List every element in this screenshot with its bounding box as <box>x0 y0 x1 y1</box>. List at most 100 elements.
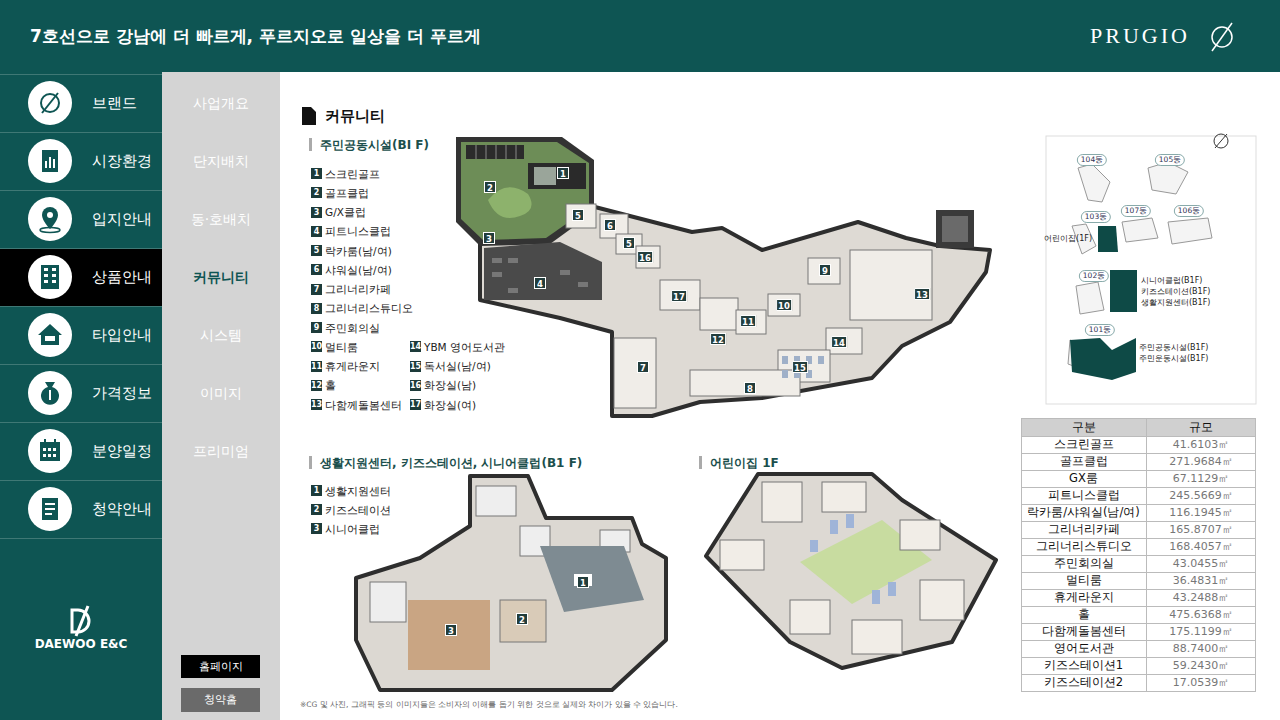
menu-item: 청약안내 <box>0 480 162 538</box>
callout-number: 10 <box>776 299 792 311</box>
callout-number: 11 <box>740 315 756 327</box>
list-item: G/X클럽 <box>325 206 366 218</box>
callout-number: 2 <box>516 613 528 625</box>
table-cell: 주민회의실 <box>1021 555 1146 572</box>
list-number: 14 <box>410 341 421 352</box>
list-item: 락카룸(남/여) <box>325 245 392 257</box>
node-text: 홈페이지 <box>181 655 260 678</box>
list-item: 피트니스클럽 <box>325 225 391 237</box>
table-cell: 116.1945㎡ <box>1146 504 1256 521</box>
node-text: 타입안내 <box>92 326 152 345</box>
building-label: 104동 <box>1077 154 1107 166</box>
callout-number: 2 <box>484 181 496 193</box>
sub-menu-panel: 사업개요단지배치동·호배치커뮤니티시스템이미지프리미엄홈페이지청약홈 <box>162 72 280 720</box>
callout-number: 3 <box>445 624 457 636</box>
node-text: 청약홈 <box>181 688 260 712</box>
section-title: 생활지원센터, 키즈스테이션, 시니어클럽(B1 F) <box>320 455 582 472</box>
node-text: 브랜드 <box>92 94 137 113</box>
table-cell: 41.6103㎡ <box>1146 436 1256 453</box>
table-cell: 175.1199㎡ <box>1146 623 1256 640</box>
table-cell: 475.6368㎡ <box>1146 606 1256 623</box>
list-number: 3 <box>311 523 322 534</box>
list-number: 8 <box>311 303 322 314</box>
table-cell: 271.9684㎡ <box>1146 453 1256 470</box>
list-number: 1 <box>311 485 322 496</box>
list-number: 6 <box>311 264 322 275</box>
table-cell: 휴게라운지 <box>1021 589 1146 606</box>
menu-item: 상품안내 <box>0 248 162 306</box>
list-item: 그리너리스튜디오 <box>325 302 413 314</box>
list-item: 스크린골프 <box>325 168 380 180</box>
node-text: 단지배치 <box>162 152 280 170</box>
list-item: 휴게라운지 <box>325 360 380 372</box>
list-item: 골프클럽 <box>325 187 369 199</box>
list-item: 화장실(남) <box>424 379 476 391</box>
node-text: DAEWOO E&C <box>0 637 162 651</box>
node-text: 시스템 <box>162 326 280 344</box>
callout-number: 17 <box>671 290 687 302</box>
map-label: 주민공동시설(B1F) <box>1139 342 1208 353</box>
table-cell: 88.7400㎡ <box>1146 640 1256 657</box>
list-item: 홀 <box>325 379 336 391</box>
list-number: 5 <box>311 245 322 256</box>
link-button: 청약홈 <box>181 688 260 712</box>
table-cell: 165.8707㎡ <box>1146 521 1256 538</box>
callout-number: 15 <box>792 361 808 373</box>
list-number: 2 <box>311 187 322 198</box>
page-title: 커뮤니티 <box>325 107 385 126</box>
table-cell: 59.2430㎡ <box>1146 657 1256 674</box>
table-cell: 43.2488㎡ <box>1146 589 1256 606</box>
list-item: 키즈스테이션 <box>325 504 391 516</box>
list-item: 샤워실(남/여) <box>325 264 392 276</box>
callout-number: 1 <box>557 167 569 179</box>
table-cell: 스크린골프 <box>1021 436 1146 453</box>
map-label: 생활지원센터(B1F) <box>1141 297 1210 308</box>
node-text: 상품안내 <box>92 268 152 287</box>
table-cell: 골프클럽 <box>1021 453 1146 470</box>
list-number: 1 <box>311 168 322 179</box>
list-number: 3 <box>311 207 322 218</box>
table-cell: 67.1129㎡ <box>1146 470 1256 487</box>
menu-item: 브랜드 <box>0 74 162 132</box>
node-text: 동·호배치 <box>162 210 280 228</box>
list-item: 주민회의실 <box>325 322 380 334</box>
section-title: 주민공동시설(BI F) <box>320 137 429 154</box>
node-text: 분양일정 <box>92 442 152 461</box>
table-header: 규모 <box>1146 418 1256 436</box>
building-label: 103동 <box>1081 211 1111 223</box>
callout-number: 5 <box>572 209 584 221</box>
map-label: 주민운동시설(B1F) <box>1139 353 1208 364</box>
map-label: 키즈스테이션(B1F) <box>1141 286 1210 297</box>
node-text: PRUGIO <box>1090 23 1190 49</box>
list-number: 17 <box>410 399 421 410</box>
map-label: 시니어클럽(B1F) <box>1141 275 1202 286</box>
menu-item: 가격정보 <box>0 364 162 422</box>
table-cell: 168.4057㎡ <box>1146 538 1256 555</box>
callout-number: 16 <box>637 251 653 263</box>
callout-number: 14 <box>831 336 847 348</box>
callout-number: 1 <box>577 576 589 588</box>
list-number: 11 <box>311 361 322 372</box>
node-text: 커뮤니티 <box>162 268 280 286</box>
node-text: 이미지 <box>162 384 280 402</box>
menu-item: 입지안내 <box>0 190 162 248</box>
list-number: 12 <box>311 380 322 391</box>
node-text: 7호선으로 강남에 더 빠르게, 푸르지오로 일상을 더 푸르게 <box>30 25 481 48</box>
list-item: 멀티룸 <box>325 341 358 353</box>
footnote: ※CG 및 사진, 그래픽 등의 이미지들은 소비자의 이해를 돕기 위한 것으… <box>300 700 678 710</box>
list-number: 13 <box>311 399 322 410</box>
table-cell: 그리너리카페 <box>1021 521 1146 538</box>
header-band: 7호선으로 강남에 더 빠르게, 푸르지오로 일상을 더 푸르게 PRUGIO <box>0 0 1280 72</box>
list-number: 16 <box>410 380 421 391</box>
building-label: 105동 <box>1155 154 1185 166</box>
building-label: 107동 <box>1121 205 1151 217</box>
node-text: 시장환경 <box>92 152 152 171</box>
table-cell: 그리너리스튜디오 <box>1021 538 1146 555</box>
node-text: 청약안내 <box>92 500 152 519</box>
menu-item: 시장환경 <box>0 132 162 190</box>
building-label: 106동 <box>1174 205 1204 217</box>
building-label: 101동 <box>1085 324 1115 336</box>
table-header: 구분 <box>1021 418 1146 436</box>
table-cell: 43.0455㎡ <box>1146 555 1256 572</box>
